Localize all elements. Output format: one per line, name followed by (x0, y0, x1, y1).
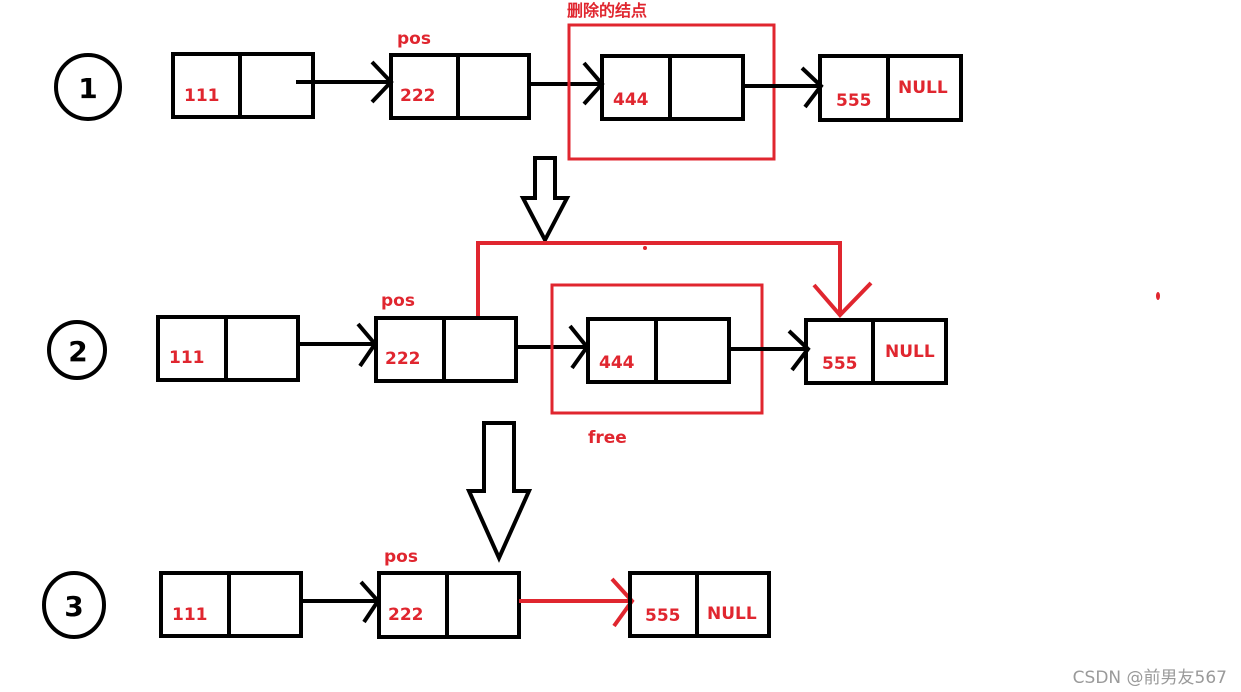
step-3-marker (42, 571, 106, 639)
node-data: 111 (184, 86, 220, 106)
stray-mark (1156, 292, 1160, 300)
null-pointer: NULL (707, 604, 757, 624)
node-111: 111 (171, 52, 315, 119)
step-2-marker (47, 320, 107, 380)
node-data: 444 (599, 353, 635, 373)
node-555: 555 NULL (804, 318, 948, 385)
watermark: CSDN @前男友567 (1072, 668, 1227, 688)
pos-label: pos (397, 29, 431, 49)
next-pointer-arrow (529, 61, 605, 106)
node-111: 111 (159, 571, 303, 638)
transition-arrow-2-to-3 (465, 421, 533, 563)
step-1-marker (54, 53, 122, 121)
node-222: 222 (377, 571, 521, 639)
transition-arrow-1-to-2 (519, 156, 571, 245)
deleted-node-label: 删除的结点 (567, 1, 647, 20)
next-pointer-arrow (743, 66, 824, 109)
node-555: 555 NULL (818, 54, 963, 122)
node-data: 555 (836, 91, 872, 111)
next-pointer-arrow (297, 322, 378, 368)
relink-pointer-arrow (476, 241, 873, 318)
node-data: 111 (169, 348, 205, 368)
node-data: 555 (822, 354, 858, 374)
null-pointer: NULL (885, 342, 935, 362)
node-555: 555 NULL (628, 571, 771, 638)
node-111: 111 (156, 315, 300, 382)
node-444: 444 (600, 54, 745, 121)
pos-label: pos (384, 547, 418, 567)
step-1: 1 111 pos 222 删除的结点 (54, 1, 963, 161)
free-label: free (588, 428, 627, 448)
node-222: 222 (374, 316, 518, 383)
node-data: 222 (388, 605, 424, 625)
next-pointer-arrow (296, 60, 394, 104)
node-222: 222 (389, 53, 531, 120)
next-pointer-arrow (729, 329, 811, 372)
step-2-number: 2 (68, 335, 87, 368)
pos-label: pos (381, 291, 415, 311)
relinked-pointer-arrow (519, 577, 635, 628)
step-3: 3 111 pos 222 555 NULL (42, 547, 771, 639)
node-data: 444 (613, 90, 649, 110)
deleted-node-highlight (567, 23, 776, 161)
node-data: 111 (172, 605, 208, 625)
step-2: 2 111 pos 222 free (47, 241, 1160, 448)
node-data: 555 (645, 606, 681, 626)
next-pointer-arrow (300, 580, 381, 624)
null-pointer: NULL (898, 78, 948, 98)
node-444: 444 (586, 317, 731, 384)
node-data: 222 (385, 349, 421, 369)
node-data: 222 (400, 86, 436, 106)
step-1-number: 1 (78, 72, 97, 105)
step-3-number: 3 (64, 590, 83, 623)
